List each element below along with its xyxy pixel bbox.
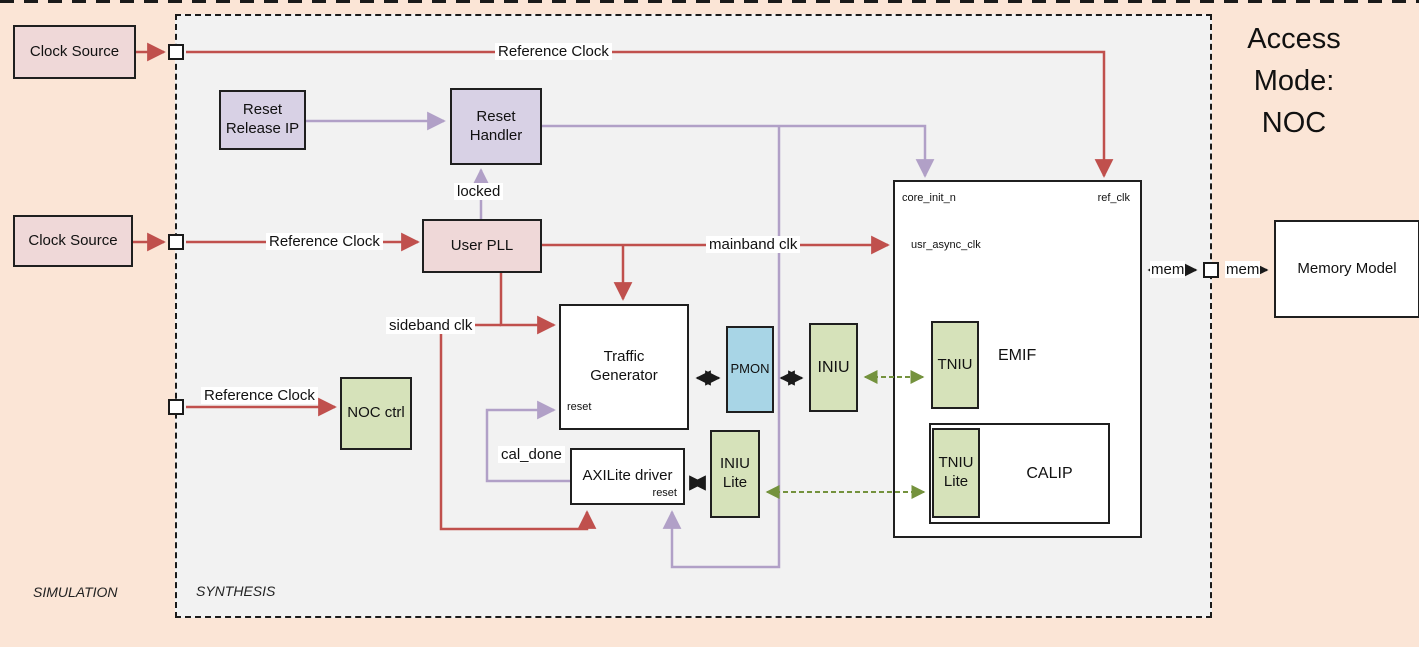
iniu-lite-label: INIU Lite	[720, 455, 750, 491]
pmon-block: PMON	[726, 326, 774, 413]
axilite-driver-block: AXILite driver reset	[570, 448, 685, 505]
traffic-generator-label: Traffic Generator	[590, 348, 658, 384]
reference-clock-top-label: Reference Clock	[495, 43, 612, 60]
memory-model-label: Memory Model	[1297, 259, 1397, 277]
noc-ctrl-block: NOC ctrl	[340, 377, 412, 450]
clock-source-top-label: Clock Source	[29, 42, 120, 60]
tniu-label: TNIU	[937, 355, 973, 373]
access-mode-title: Access Mode: NOC	[1247, 23, 1341, 139]
axilite-driver-label: AXILite driver	[582, 467, 673, 485]
iniu-block: INIU	[809, 323, 858, 412]
mainband-clk-label: mainband clk	[706, 236, 801, 253]
reference-clock-mid-label: Reference Clock	[266, 233, 383, 250]
noc-ctrl-label: NOC ctrl	[347, 404, 405, 422]
noc-core-block: core_init_n ref_clk usr_async_clk TNIU E…	[893, 180, 1142, 538]
ref-clk-port-label: ref_clk	[1097, 192, 1130, 204]
reset-handler-block: Reset Handler	[450, 88, 542, 165]
clock-source-top-block: Clock Source	[13, 25, 136, 79]
core-init-n-port-label: core_init_n	[902, 192, 956, 204]
mem-inner-label: mem	[1150, 261, 1186, 278]
cal-done-label: cal_done	[498, 446, 565, 463]
boundary-port-refclk-top	[168, 44, 184, 60]
tniu-lite-block: TNIU Lite	[932, 428, 980, 518]
outer-boundary-dashes	[0, 0, 1419, 3]
locked-label: locked	[454, 183, 504, 200]
mem-outer-label: mem	[1225, 261, 1261, 278]
user-pll-label: User PLL	[450, 236, 514, 254]
clock-source-mid-label: Clock Source	[28, 231, 118, 249]
axilite-driver-reset-port: reset	[652, 487, 677, 500]
reset-release-ip-label: Reset Release IP	[225, 101, 300, 137]
reset-release-ip-block: Reset Release IP	[219, 90, 306, 150]
reset-handler-label: Reset Handler	[469, 107, 523, 144]
bottom-edge-strip	[0, 647, 1419, 653]
traffic-generator-reset-port: reset	[567, 401, 592, 414]
simulation-region-label: SIMULATION	[33, 584, 118, 600]
pmon-label: PMON	[730, 361, 770, 377]
user-pll-block: User PLL	[422, 219, 542, 273]
emif-label: EMIF	[998, 347, 1037, 364]
traffic-generator-block: Traffic Generator reset	[559, 304, 689, 430]
reference-clock-bottom-label: Reference Clock	[201, 387, 318, 404]
tniu-block: TNIU	[931, 321, 979, 409]
boundary-port-mem	[1203, 262, 1219, 278]
synthesis-region-label: SYNTHESIS	[196, 583, 276, 599]
iniu-lite-block: INIU Lite	[710, 430, 760, 518]
clock-source-mid-block: Clock Source	[13, 215, 133, 267]
sideband-clk-label: sideband clk	[386, 317, 476, 334]
boundary-port-refclk-bottom	[168, 399, 184, 415]
boundary-port-refclk-mid	[168, 234, 184, 250]
memory-model-block: Memory Model	[1274, 220, 1419, 318]
calip-label: CALIP	[1026, 464, 1073, 482]
iniu-label: INIU	[817, 358, 850, 376]
tniu-lite-label: TNIU Lite	[938, 454, 974, 490]
usr-async-clk-port-label: usr_async_clk	[911, 239, 981, 251]
